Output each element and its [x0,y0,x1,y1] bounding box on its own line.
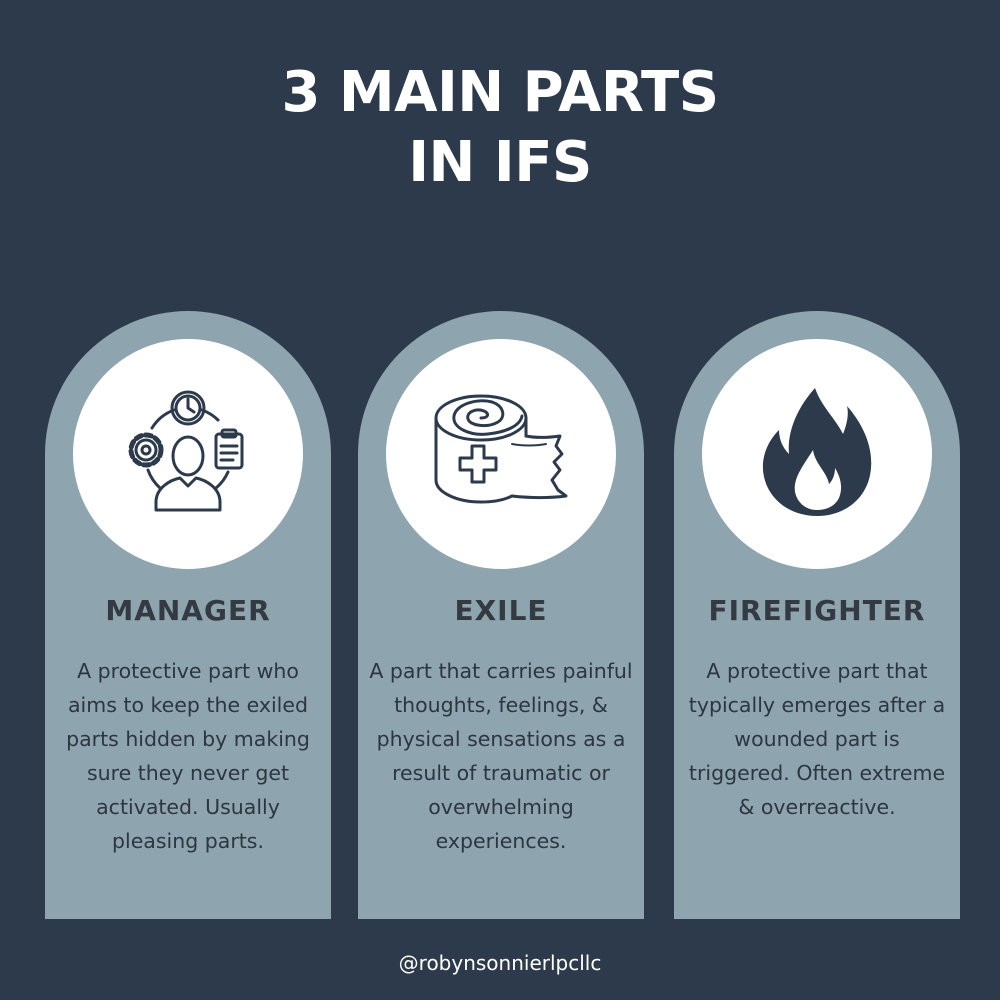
card-exile: EXILE A part that carries painful though… [358,311,644,919]
footer-handle: @robynsonnierlpcllc [398,951,602,975]
card-description: A protective part that typically emerges… [688,659,946,819]
card-description: A part that carries painful thoughts, fe… [369,659,633,853]
flame-icon [762,388,872,516]
card-description: A protective part who aims to keep the e… [66,659,310,853]
page-title-line-2: IN IFS [408,130,592,195]
icon-circle [702,339,932,569]
card-firefighter: FIREFIGHTER A protective part that typic… [674,311,960,919]
page-title: 3 MAIN PARTS IN IFS [0,58,1000,198]
icon-circle [386,339,616,569]
icon-circle [73,339,303,569]
card-title: MANAGER [105,594,271,627]
manager-person-gear-clock-clipboard-icon [128,390,244,512]
card-title: FIREFIGHTER [708,594,926,627]
bandage-roll-icon [434,394,568,504]
page-title-line-1: 3 MAIN PARTS [281,60,719,125]
card-title: EXILE [454,594,548,627]
card-manager: MANAGER A protective part who aims to ke… [45,311,331,919]
